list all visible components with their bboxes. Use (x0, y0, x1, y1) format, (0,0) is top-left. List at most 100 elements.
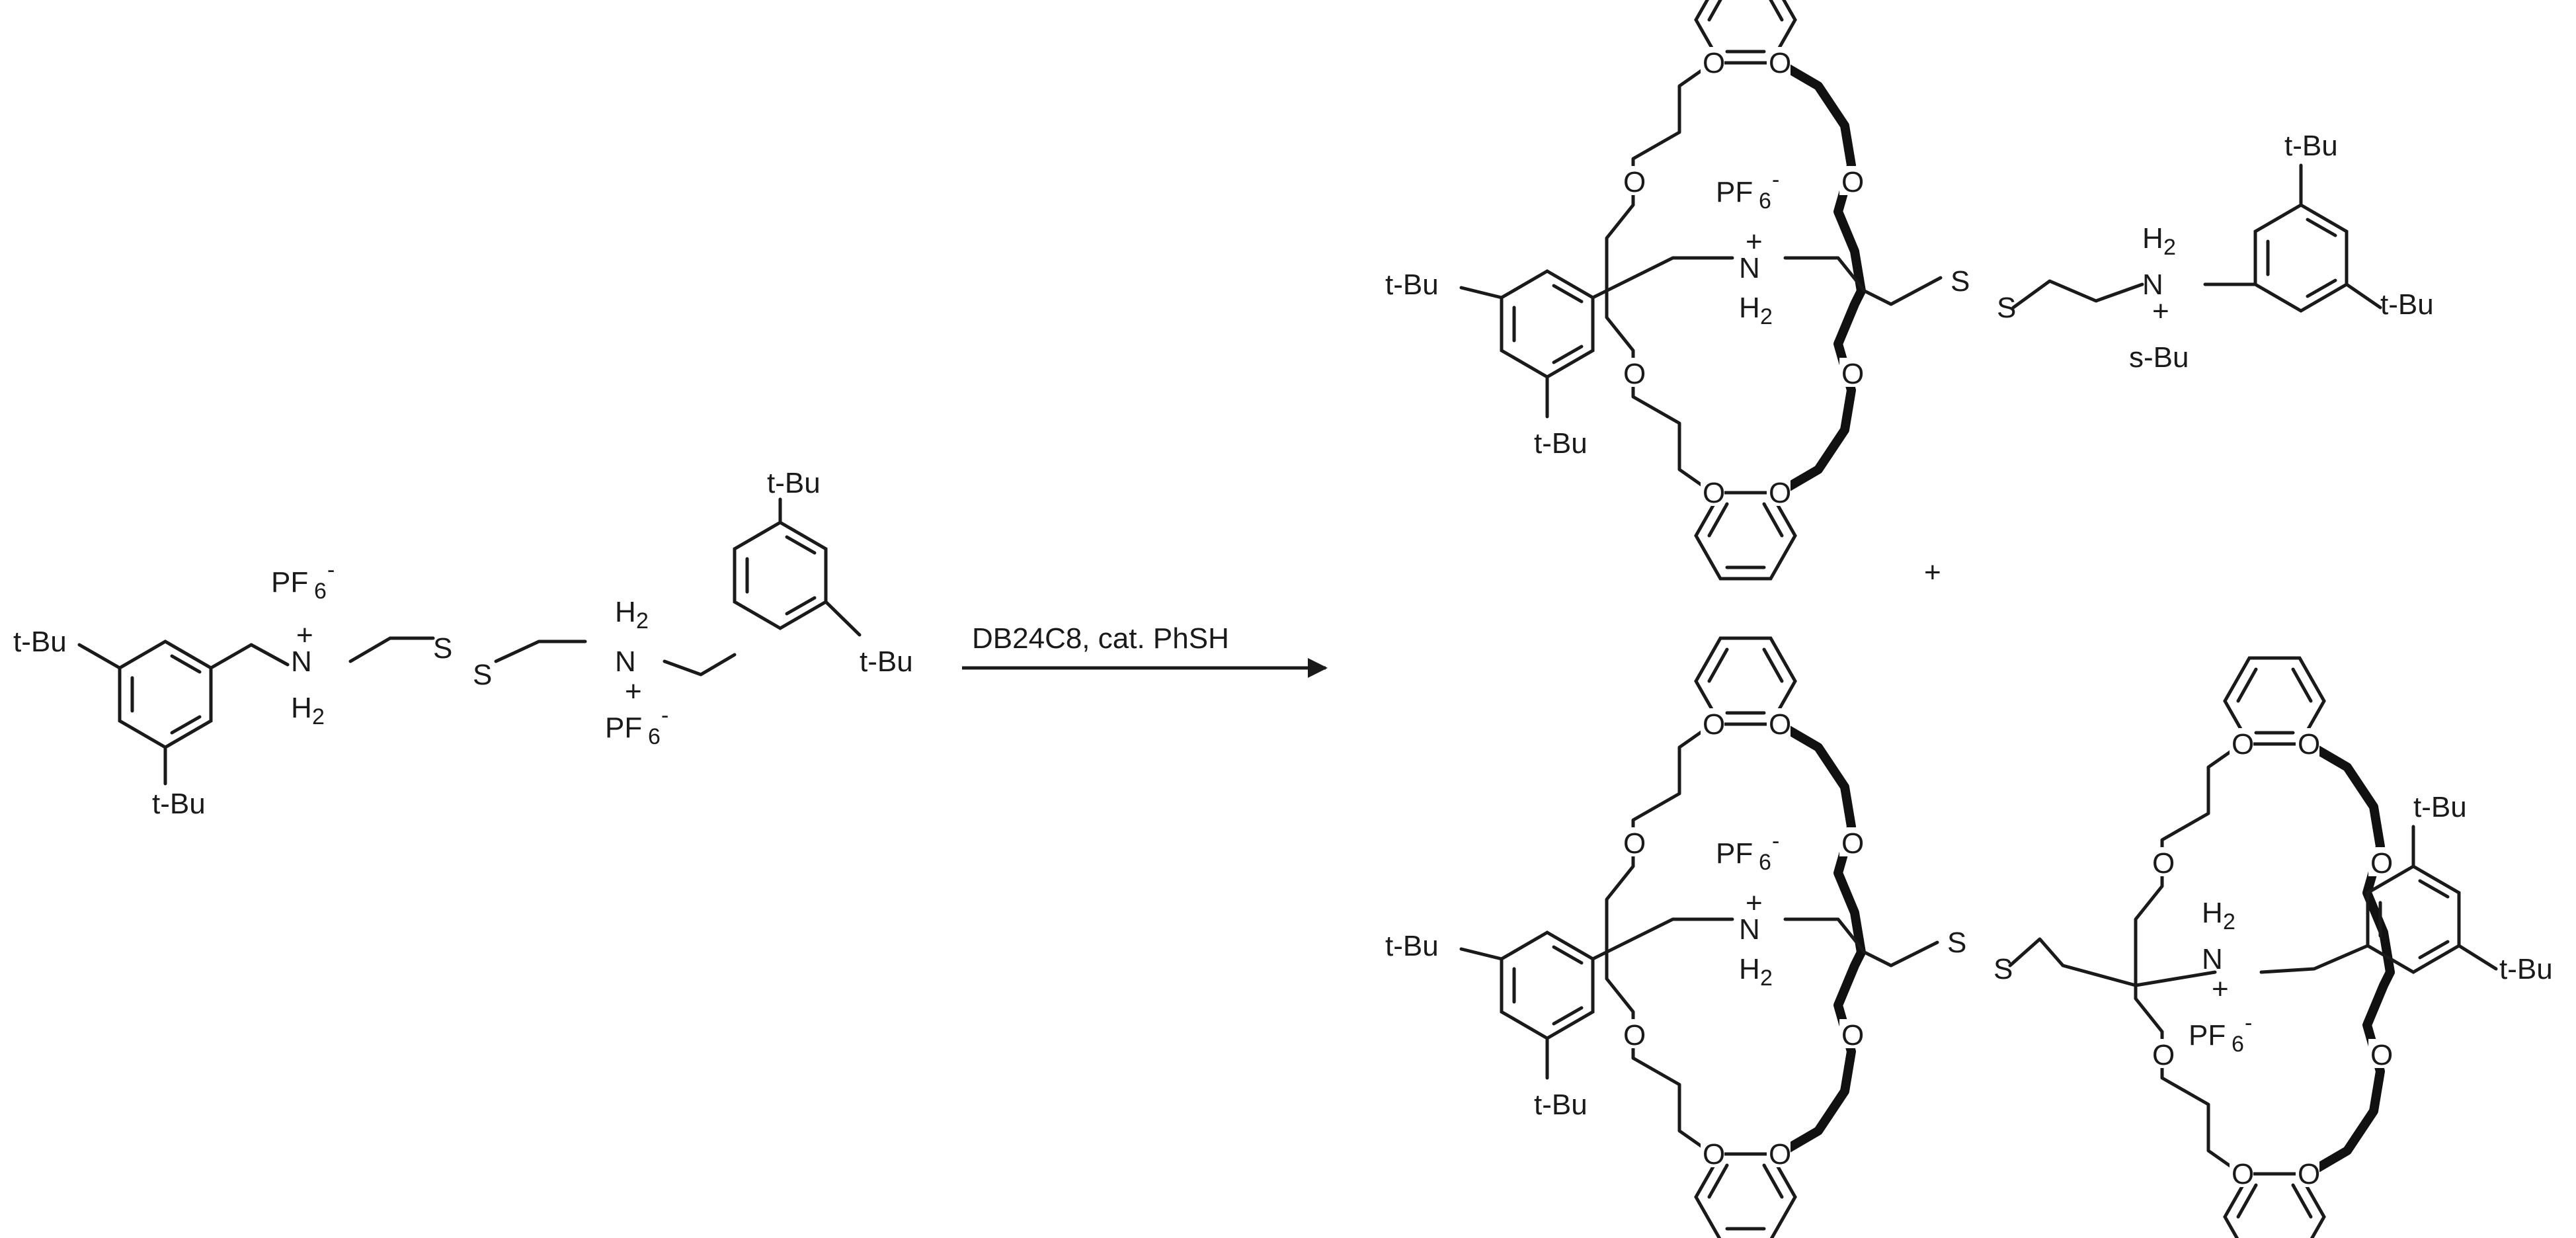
sulfur-label: S (1951, 265, 1970, 298)
sulfur-label: S (433, 632, 452, 665)
oxygen-label: O (2232, 728, 2254, 761)
oxygen-label-bg (1839, 166, 1863, 195)
oxygen-label-bg (1839, 1019, 1863, 1048)
t-bu-label: t-Bu (2413, 791, 2467, 823)
pf6-subscript: 6 (2232, 1032, 2244, 1057)
t-bu-label: t-Bu (1534, 1089, 1588, 1121)
oxygen-label: O (2232, 1158, 2254, 1190)
sulfur-label: S (473, 659, 492, 691)
oxygen-label: O (1623, 358, 1646, 390)
sulfur-label: S (1993, 953, 2013, 985)
pf6-charge: - (1772, 167, 1779, 192)
plus-charge: + (296, 619, 313, 651)
oxygen-label: O (1841, 827, 1864, 860)
nitrogen-label: N (291, 645, 312, 678)
plus-charge: + (625, 675, 642, 708)
oxygen-label-bg (1767, 1138, 1791, 1167)
oxygen-label-bg (2230, 728, 2253, 757)
h2-label: H (2142, 222, 2163, 255)
nitrogen-label: N (1739, 913, 1760, 946)
oxygen-label-bg (2150, 1039, 2174, 1068)
pf6-subscript: 6 (1759, 850, 1771, 875)
h2-subscript: 2 (1760, 304, 1773, 329)
oxygen-label-bg (1701, 1138, 1724, 1167)
plus-charge: + (1746, 226, 1763, 258)
t-bu-label: t-Bu (1385, 268, 1439, 301)
t-bu-label: t-Bu (767, 467, 821, 499)
pf6-label: PF (1716, 837, 1753, 870)
oxygen-label-bg (1767, 708, 1791, 737)
pf6-subscript: 6 (1759, 188, 1771, 214)
product-two: t-Bu t-Bu t-Bu t-Bu PF 6 - + N H 2 S S H… (1385, 638, 2553, 1238)
oxygen-label-bg (2296, 1158, 2319, 1187)
oxygen-label: O (1769, 1138, 1791, 1171)
h2-label: H (1739, 292, 1760, 324)
pf6-label: PF (271, 566, 308, 598)
oxygen-label-bg (1621, 358, 1645, 387)
pf6-subscript: 6 (314, 579, 327, 604)
h2-label: H (615, 596, 636, 628)
reaction-condition: DB24C8, cat. PhSH (972, 622, 1229, 655)
h2-subscript: 2 (2223, 909, 2235, 934)
oxygen-label: O (2298, 1158, 2320, 1190)
s-bu-label: s-Bu (2129, 341, 2189, 374)
oxygen-label: O (2152, 1039, 2175, 1071)
oxygen-label-bg (1621, 1019, 1645, 1048)
h2-label: H (291, 692, 312, 724)
nitrogen-label: N (2202, 943, 2223, 975)
oxygen-label: O (1703, 708, 1725, 741)
sulfur-label: S (1997, 292, 2016, 324)
oxygen-label-bg (2150, 847, 2174, 876)
oxygen-label: O (1841, 166, 1864, 198)
nitrogen-label: N (615, 645, 636, 678)
h2-subscript: 2 (1760, 966, 1773, 991)
t-bu-label: t-Bu (1385, 930, 1439, 962)
oxygen-label-bg (1701, 477, 1724, 506)
reaction-arrow: DB24C8, cat. PhSH (962, 622, 1328, 678)
oxygen-label: O (1703, 477, 1725, 509)
h2-label: H (2202, 897, 2223, 929)
nitrogen-label: N (2142, 268, 2163, 301)
t-bu-label: t-Bu (860, 645, 913, 678)
t-bu-label: t-Bu (13, 626, 67, 658)
pf6-charge: - (2245, 1011, 2252, 1036)
h2-subscript: 2 (312, 704, 325, 729)
h2-subscript: 2 (636, 608, 649, 634)
product-one: t-Bu t-Bu t-Bu t-Bu s-Bu PF 6 - + N H 2 … (1385, 0, 2434, 579)
pf6-subscript: 6 (648, 724, 661, 749)
oxygen-label: O (1769, 477, 1791, 509)
t-bu-label: t-Bu (2380, 288, 2434, 321)
oxygen-label-bg (2368, 1039, 2392, 1068)
pf6-label: PF (2189, 1019, 2226, 1052)
oxygen-label-bg (1839, 358, 1863, 387)
oxygen-label-bg (2368, 847, 2392, 876)
oxygen-label: O (1623, 166, 1646, 198)
oxygen-label: O (2152, 847, 2175, 880)
nitrogen-label: N (1739, 252, 1760, 284)
sulfur-label: S (1947, 927, 1966, 959)
oxygen-label: O (1769, 708, 1791, 741)
oxygen-label: O (2370, 1039, 2393, 1071)
oxygen-label: O (2370, 847, 2393, 880)
pf6-label: PF (1716, 176, 1753, 208)
oxygen-label-bg (2230, 1158, 2253, 1187)
t-bu-label: t-Bu (152, 788, 206, 820)
oxygen-label: O (1623, 1019, 1646, 1052)
plus-charge: + (1746, 887, 1763, 919)
oxygen-label-bg (1839, 827, 1863, 856)
oxygen-label-bg (1701, 47, 1724, 76)
oxygen-label-bg (2296, 728, 2319, 757)
oxygen-label-bg (1701, 708, 1724, 737)
oxygen-label: O (1703, 1138, 1725, 1171)
pf6-label: PF (605, 712, 642, 744)
t-bu-label: t-Bu (2284, 130, 2338, 162)
oxygen-label: O (1703, 47, 1725, 79)
oxygen-label-bg (1767, 477, 1791, 506)
h2-label: H (1739, 953, 1760, 985)
t-bu-label: t-Bu (2499, 953, 2553, 985)
oxygen-label-bg (1767, 47, 1791, 76)
pf6-charge: - (661, 703, 668, 728)
pf6-charge: - (327, 557, 335, 583)
